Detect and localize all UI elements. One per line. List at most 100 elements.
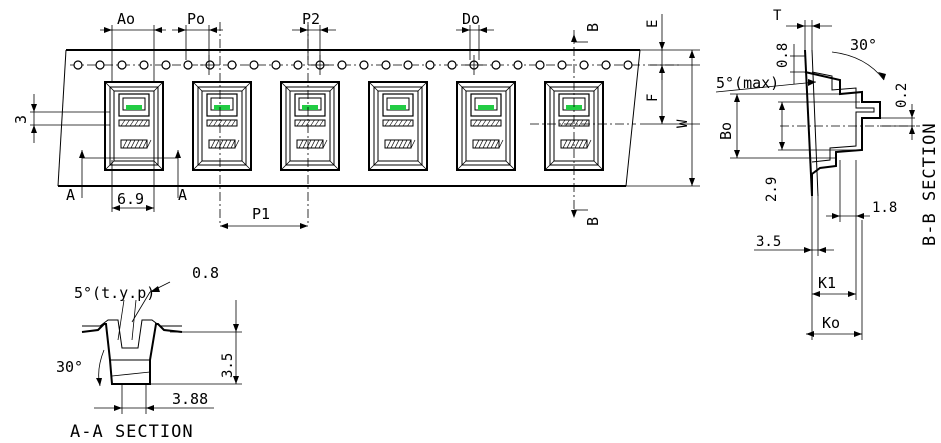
pocket-part — [197, 86, 247, 166]
pad-hatch — [319, 119, 324, 127]
sprocket-hole — [183, 60, 193, 70]
pad-hatch — [486, 139, 492, 149]
pad-hatch — [138, 119, 144, 127]
pad-hatch — [578, 139, 584, 149]
pocket-part — [126, 105, 142, 110]
pocket-part — [120, 139, 148, 149]
pad-hatch — [231, 119, 236, 127]
b-bottom-label: B — [584, 217, 602, 226]
pad-hatch — [130, 139, 136, 149]
pocket-part — [294, 93, 326, 117]
pocket-part — [461, 86, 511, 166]
aa08-arrow — [150, 286, 160, 292]
pad-hatch — [570, 139, 576, 149]
pocket-part — [593, 81, 604, 92]
pad-hatch — [310, 139, 316, 149]
pad-hatch — [402, 119, 408, 127]
pad-hatch — [398, 119, 403, 127]
pad-hatch — [562, 139, 568, 149]
ko-arrow-right — [854, 331, 862, 337]
pad-hatch — [390, 139, 396, 149]
pocket-part — [241, 81, 252, 92]
pad-hatch — [138, 139, 144, 149]
bb5-leader — [715, 81, 817, 93]
pad-hatch — [477, 119, 482, 127]
pocket-part — [302, 105, 318, 110]
pocket-part — [109, 86, 159, 166]
pocket-part — [241, 160, 252, 171]
sprocket-hole — [249, 60, 259, 70]
pad-hatch — [490, 139, 496, 149]
pocket-part — [456, 81, 516, 171]
pocket-part — [104, 160, 115, 171]
f-arrow-bottom — [659, 116, 665, 124]
a-left-arrow — [79, 150, 85, 158]
pocket-part — [384, 139, 412, 149]
pocket-part — [201, 90, 243, 162]
bb29-label: 2.9 — [764, 177, 780, 202]
pad-hatch — [210, 139, 216, 149]
bo-label: Bo — [717, 122, 735, 140]
ko-arrow-left — [806, 331, 814, 337]
pad-hatch — [126, 139, 132, 149]
aa388-arrow-right — [146, 405, 154, 411]
pad-hatch — [125, 119, 130, 127]
pad-hatch — [490, 119, 496, 127]
pad-hatch — [472, 119, 478, 127]
pocket — [368, 81, 428, 171]
sprocket-hole — [447, 60, 457, 70]
pocket-part — [544, 81, 555, 92]
pad-hatch — [389, 119, 394, 127]
pad-hatch — [222, 119, 227, 127]
pockets — [104, 81, 604, 171]
sprocket-hole — [623, 60, 633, 70]
aa-floor-hatch — [111, 371, 151, 377]
aa30-arrow — [96, 378, 102, 386]
pocket-part — [373, 86, 423, 166]
do-arrow-right — [479, 27, 487, 33]
aa35-label: 3.5 — [220, 353, 236, 378]
three-arrow-bottom — [31, 125, 37, 133]
bb30-label: 30° — [850, 36, 877, 54]
sprocket-hole — [73, 60, 83, 70]
pocket-part — [118, 93, 150, 117]
p2-arrow-left — [300, 27, 308, 33]
pad-hatch — [386, 139, 392, 149]
pocket-part — [390, 105, 406, 110]
pad-hatch — [302, 139, 308, 149]
pad-hatch — [402, 139, 408, 149]
bb29-arrow-bottom — [779, 142, 785, 150]
bb29-arrow-top — [779, 102, 785, 110]
p1-arrow-right — [300, 223, 308, 229]
sprocket-hole — [293, 60, 303, 70]
sprocket-hole — [95, 60, 105, 70]
pocket-part — [417, 81, 428, 92]
k1-arrow-left — [812, 291, 820, 297]
pad-hatch — [495, 119, 500, 127]
sprocket-hole — [491, 60, 501, 70]
bb-tape-wall — [804, 49, 813, 197]
bb02-label: 0.2 — [894, 83, 910, 108]
bb02-arrow-bottom — [909, 126, 915, 134]
p1-label: P1 — [252, 205, 270, 223]
pad-hatch — [314, 139, 320, 149]
pocket-part — [566, 105, 582, 110]
w-label: W — [675, 119, 691, 128]
pad-hatch — [230, 139, 236, 149]
pocket-part — [153, 160, 164, 171]
pocket-part — [465, 90, 507, 162]
pad-hatch — [120, 119, 126, 127]
aa-pocket-profile-inner — [82, 319, 182, 349]
pad-hatch — [578, 119, 584, 127]
aa388-label: 3.88 — [172, 390, 208, 408]
pad-hatch — [234, 139, 240, 149]
pad-hatch — [486, 119, 491, 127]
pad-hatch — [146, 139, 152, 149]
pad-hatch — [398, 139, 404, 149]
six9-arrow-right — [146, 205, 154, 211]
b-top-label: B — [584, 23, 602, 32]
pad-hatch — [583, 119, 588, 127]
e-label: E — [645, 20, 661, 28]
pad-hatch — [410, 139, 416, 149]
k1-arrow-right — [848, 291, 856, 297]
